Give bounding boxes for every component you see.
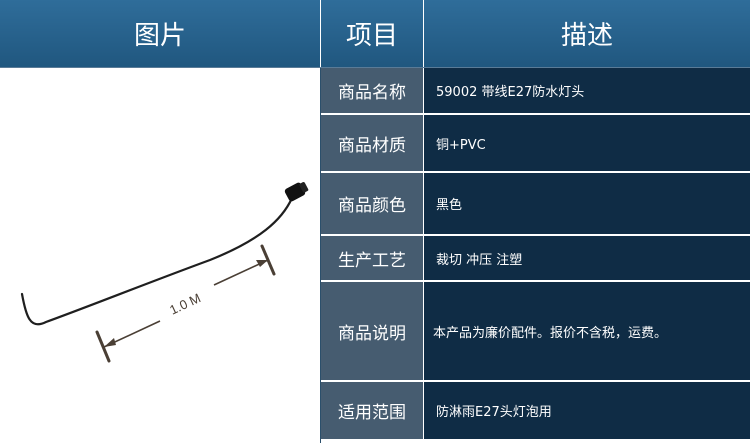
cable-wire [20, 196, 294, 326]
spec-value-name: 59002 带线E27防水灯头 [424, 68, 750, 113]
spec-label-color: 商品颜色 [321, 173, 424, 234]
measure-arrow-right [256, 260, 268, 267]
spec-label-usage: 适用范围 [321, 382, 424, 439]
spec-row-description: 商品说明 本产品为廉价配件。报价不含税，运费。 [321, 282, 750, 380]
spec-rows: 商品名称 59002 带线E27防水灯头 商品材质 铜+PVC 商品颜色 黑色 … [321, 68, 750, 439]
spec-row-usage: 适用范围 防淋雨E27头灯泡用 [321, 382, 750, 439]
spec-value-process: 裁切 冲压 注塑 [424, 236, 750, 280]
lamp-socket-connector [284, 182, 309, 202]
spec-label-process: 生产工艺 [321, 236, 424, 280]
spec-row-material: 商品材质 铜+PVC [321, 115, 750, 171]
measure-arrow-left [104, 338, 116, 347]
row-divider [321, 234, 750, 236]
spec-value-description: 本产品为廉价配件。报价不含税，运费。 [424, 282, 750, 380]
spec-value-usage: 防淋雨E27头灯泡用 [424, 382, 750, 439]
spec-value-color: 黑色 [424, 173, 750, 234]
product-image-panel: 1.0 M [0, 68, 321, 443]
cable-illustration: 1.0 M [20, 182, 309, 363]
spec-row-name: 商品名称 59002 带线E27防水灯头 [321, 68, 750, 113]
measure-label: 1.0 M [167, 290, 203, 317]
spec-row-color: 商品颜色 黑色 [321, 173, 750, 234]
spec-value-material: 铜+PVC [424, 115, 750, 171]
spec-label-description: 商品说明 [321, 282, 424, 380]
row-divider [321, 113, 750, 115]
row-divider [321, 280, 750, 282]
row-divider [321, 380, 750, 382]
spec-row-process: 生产工艺 裁切 冲压 注塑 [321, 236, 750, 280]
header-item-column: 项目 [321, 0, 424, 67]
header-image-column: 图片 [0, 0, 321, 67]
spec-label-name: 商品名称 [321, 68, 424, 113]
measure-tick-left [95, 330, 111, 363]
header-description-column: 描述 [424, 0, 750, 67]
spec-label-material: 商品材质 [321, 115, 424, 171]
table-header: 图片 项目 描述 [0, 0, 750, 68]
row-divider [321, 171, 750, 173]
